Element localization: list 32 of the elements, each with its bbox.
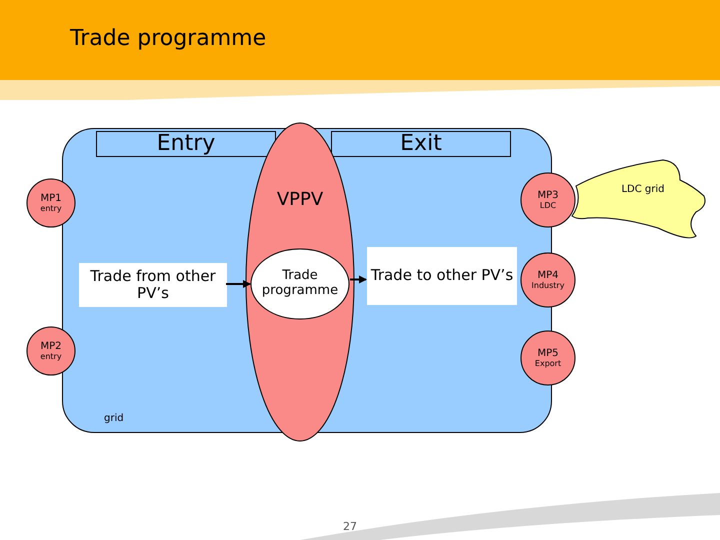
page-number: 27 [343,520,357,533]
point-label: MP4 [537,270,559,282]
node-label: Trade programme [260,269,340,299]
heading-label: Entry [156,131,216,157]
point-subtitle: LDC [540,201,556,210]
point-circle [520,252,576,308]
node-label: LDC grid [621,184,665,196]
node-label: VPPV [276,190,324,211]
point-circle [26,326,76,376]
oval-node [250,248,350,320]
point-circle [26,178,76,228]
point-label: MP1 [40,192,62,204]
slide-title: Trade programme [70,26,266,51]
node-label: Trade to other PV’s [370,267,514,285]
point-label: MP2 [40,340,62,352]
header-box [331,131,511,157]
header-box [96,131,276,157]
point-subtitle: Export [534,359,562,368]
point-label: MP3 [537,190,559,202]
point-subtitle: Industry [532,281,564,290]
area-label: grid [104,413,124,424]
arrow [226,280,251,288]
point-label: MP5 [537,348,559,360]
point-subtitle: entry [40,352,62,362]
node-label: Trade from other PV’s [89,268,217,302]
text-box [367,247,517,305]
point-circle [520,330,576,386]
heading-label: Exit [400,131,442,157]
point-circle [520,172,576,228]
text-box [79,263,227,307]
arrow [350,276,367,284]
point-subtitle: entry [40,204,62,214]
